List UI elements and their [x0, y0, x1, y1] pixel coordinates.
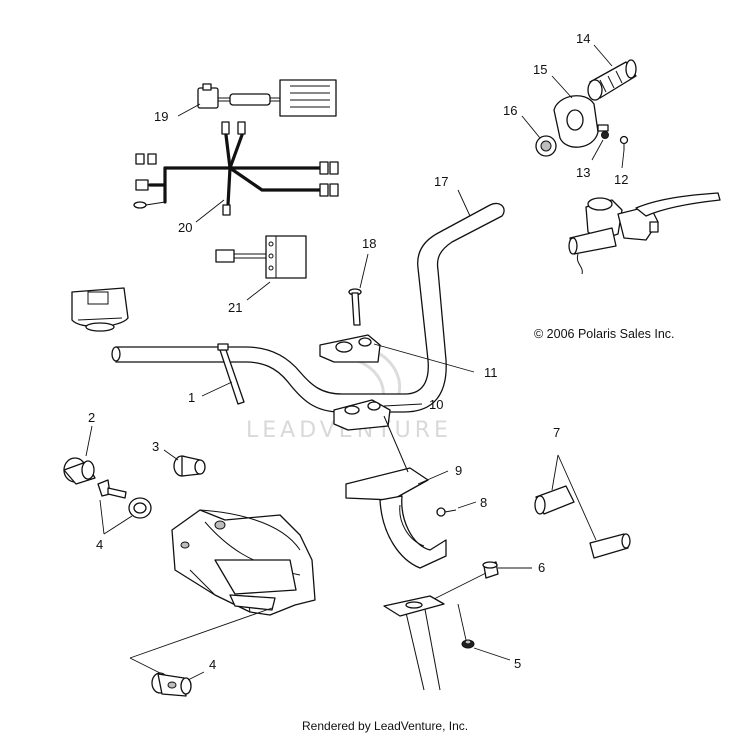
callout-4-upper: 4 — [96, 537, 103, 552]
part-2-cap — [63, 457, 96, 485]
part-7-grips — [534, 485, 631, 559]
part-8-screw — [436, 507, 457, 517]
part-5-nut — [461, 639, 475, 649]
part-19-resistor-harness — [197, 79, 337, 117]
part-21-module — [215, 235, 307, 279]
callout-13: 13 — [576, 165, 590, 180]
callout-10: 10 — [429, 397, 443, 412]
part-18-bolt — [348, 288, 362, 326]
part-14-grip — [587, 59, 637, 101]
callout-7: 7 — [553, 425, 560, 440]
headlight-pod-housing — [171, 509, 316, 616]
callout-12: 12 — [614, 172, 628, 187]
part-15-throttle-housing — [553, 95, 609, 148]
callout-9: 9 — [455, 463, 462, 478]
callout-1: 1 — [188, 390, 195, 405]
callout-21: 21 — [228, 300, 242, 315]
brake-lever-assembly — [568, 192, 721, 275]
callout-19: 19 — [154, 109, 168, 124]
callout-15: 15 — [533, 62, 547, 77]
part-16-washer — [535, 135, 557, 157]
part-4-key-ring — [97, 479, 152, 519]
part-1-cable-tie — [217, 343, 245, 405]
column-plate — [383, 595, 445, 617]
part-6-bushing — [482, 561, 499, 579]
part-4-switch — [151, 672, 192, 697]
part-9-bracket — [345, 467, 447, 569]
callout-4-lower: 4 — [209, 657, 216, 672]
callout-3: 3 — [152, 439, 159, 454]
part-20-wiring-harness — [133, 121, 339, 216]
part-12-screw — [619, 135, 629, 150]
callout-20: 20 — [178, 220, 192, 235]
part-3-switch — [173, 455, 206, 477]
footer-credit: Rendered by LeadVenture, Inc. — [302, 719, 468, 733]
part-13-screw — [601, 131, 609, 139]
callout-6: 6 — [538, 560, 545, 575]
part-11-upper-clamp — [319, 334, 381, 363]
speedometer-housing — [71, 287, 129, 332]
callout-16: 16 — [503, 103, 517, 118]
callout-14: 14 — [576, 31, 590, 46]
callout-2: 2 — [88, 410, 95, 425]
steering-column-lines — [383, 415, 441, 691]
part-17-handlebar — [111, 202, 505, 413]
callout-5: 5 — [514, 656, 521, 671]
callout-17: 17 — [434, 174, 448, 189]
callout-8: 8 — [480, 495, 487, 510]
copyright-text: © 2006 Polaris Sales Inc. — [534, 327, 675, 341]
callout-18: 18 — [362, 236, 376, 251]
callout-11: 11 — [484, 365, 498, 380]
